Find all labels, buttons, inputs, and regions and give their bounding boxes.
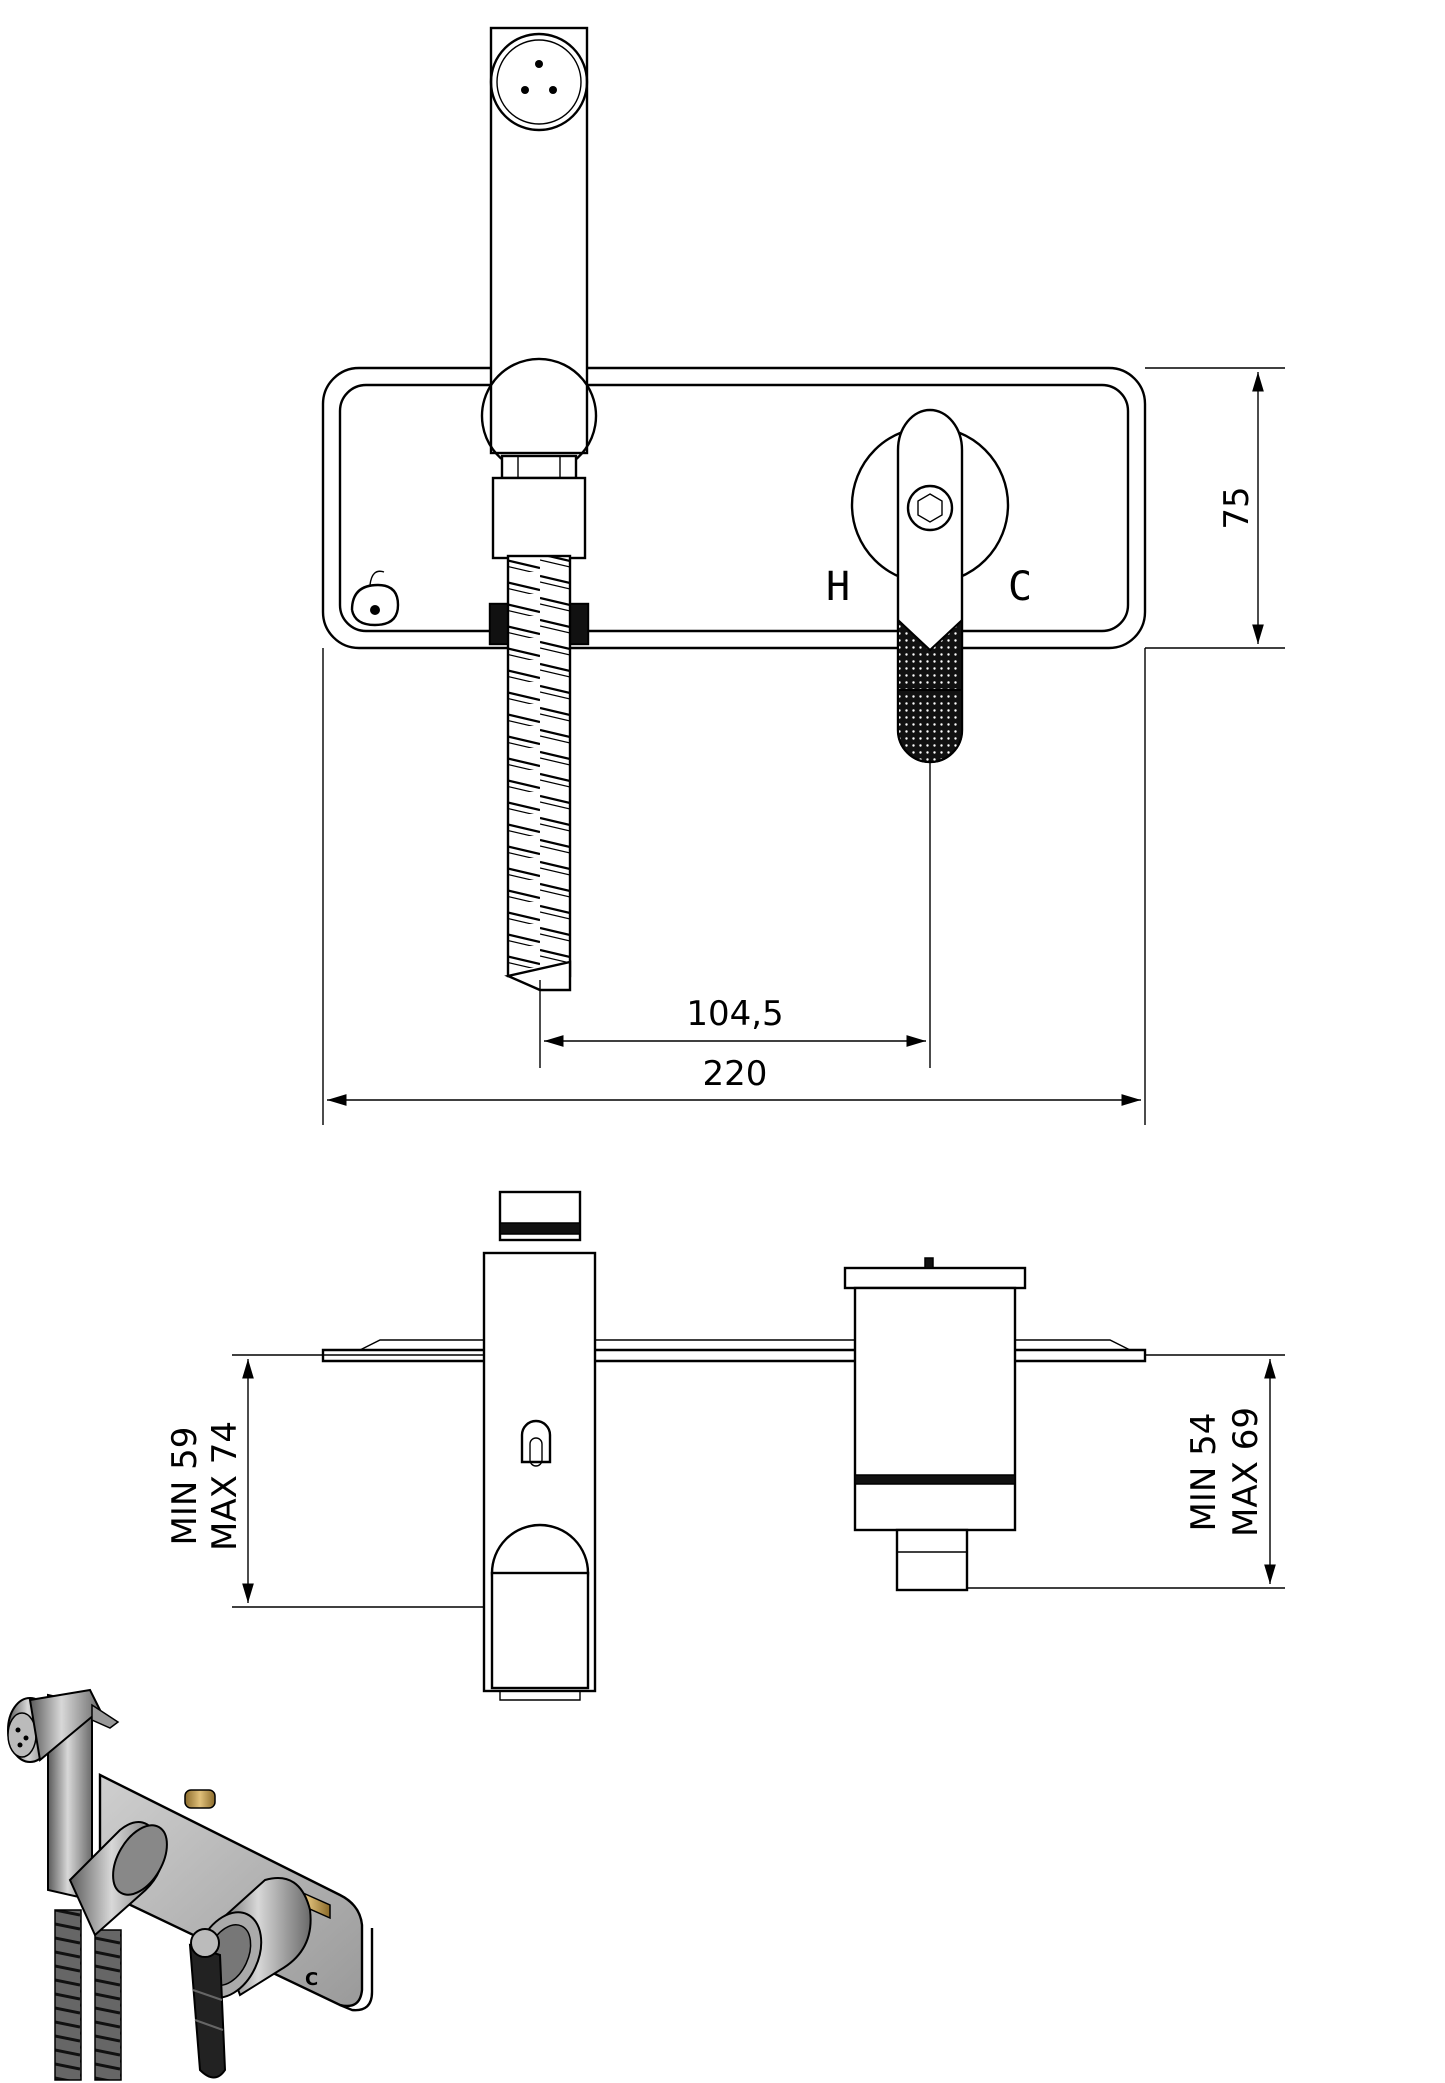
bidet-icon [350, 570, 400, 627]
shower-head-inner [496, 39, 582, 125]
iso-hose-right [94, 1929, 122, 2081]
iso-lever [188, 1943, 227, 2079]
side-right-body [853, 1286, 1017, 1532]
cold-mark: C [1008, 564, 1032, 610]
hose [506, 554, 572, 978]
iso-cold-mark: C [305, 1969, 318, 1990]
hand-shower-body [489, 26, 589, 455]
lever-screw [906, 484, 954, 532]
dim-left-min: MIN 59 [165, 1427, 205, 1546]
dim-left-max: MAX 74 [205, 1421, 245, 1551]
shower-holder [480, 357, 598, 467]
dim-right-max: MAX 69 [1226, 1407, 1266, 1537]
dim-plate-width: 220 [703, 1054, 768, 1094]
side-right-stem [895, 1528, 969, 1592]
dim-plate-height: 75 [1217, 486, 1257, 529]
dim-right-min: MIN 54 [1184, 1413, 1224, 1532]
dim-axis-spacing: 104,5 [686, 994, 783, 1034]
side-view: MIN 59 MAX 74 MIN 54 MAX 69 [165, 1190, 1285, 1701]
iso-hose-left [54, 1909, 82, 2081]
front-plate-inner [338, 383, 1130, 633]
hot-mark: H [826, 564, 850, 610]
front-view: H C 75 104,5 220 [321, 26, 1285, 1125]
isometric-view: C [7, 1688, 374, 2081]
shower-head-outer [489, 32, 589, 132]
